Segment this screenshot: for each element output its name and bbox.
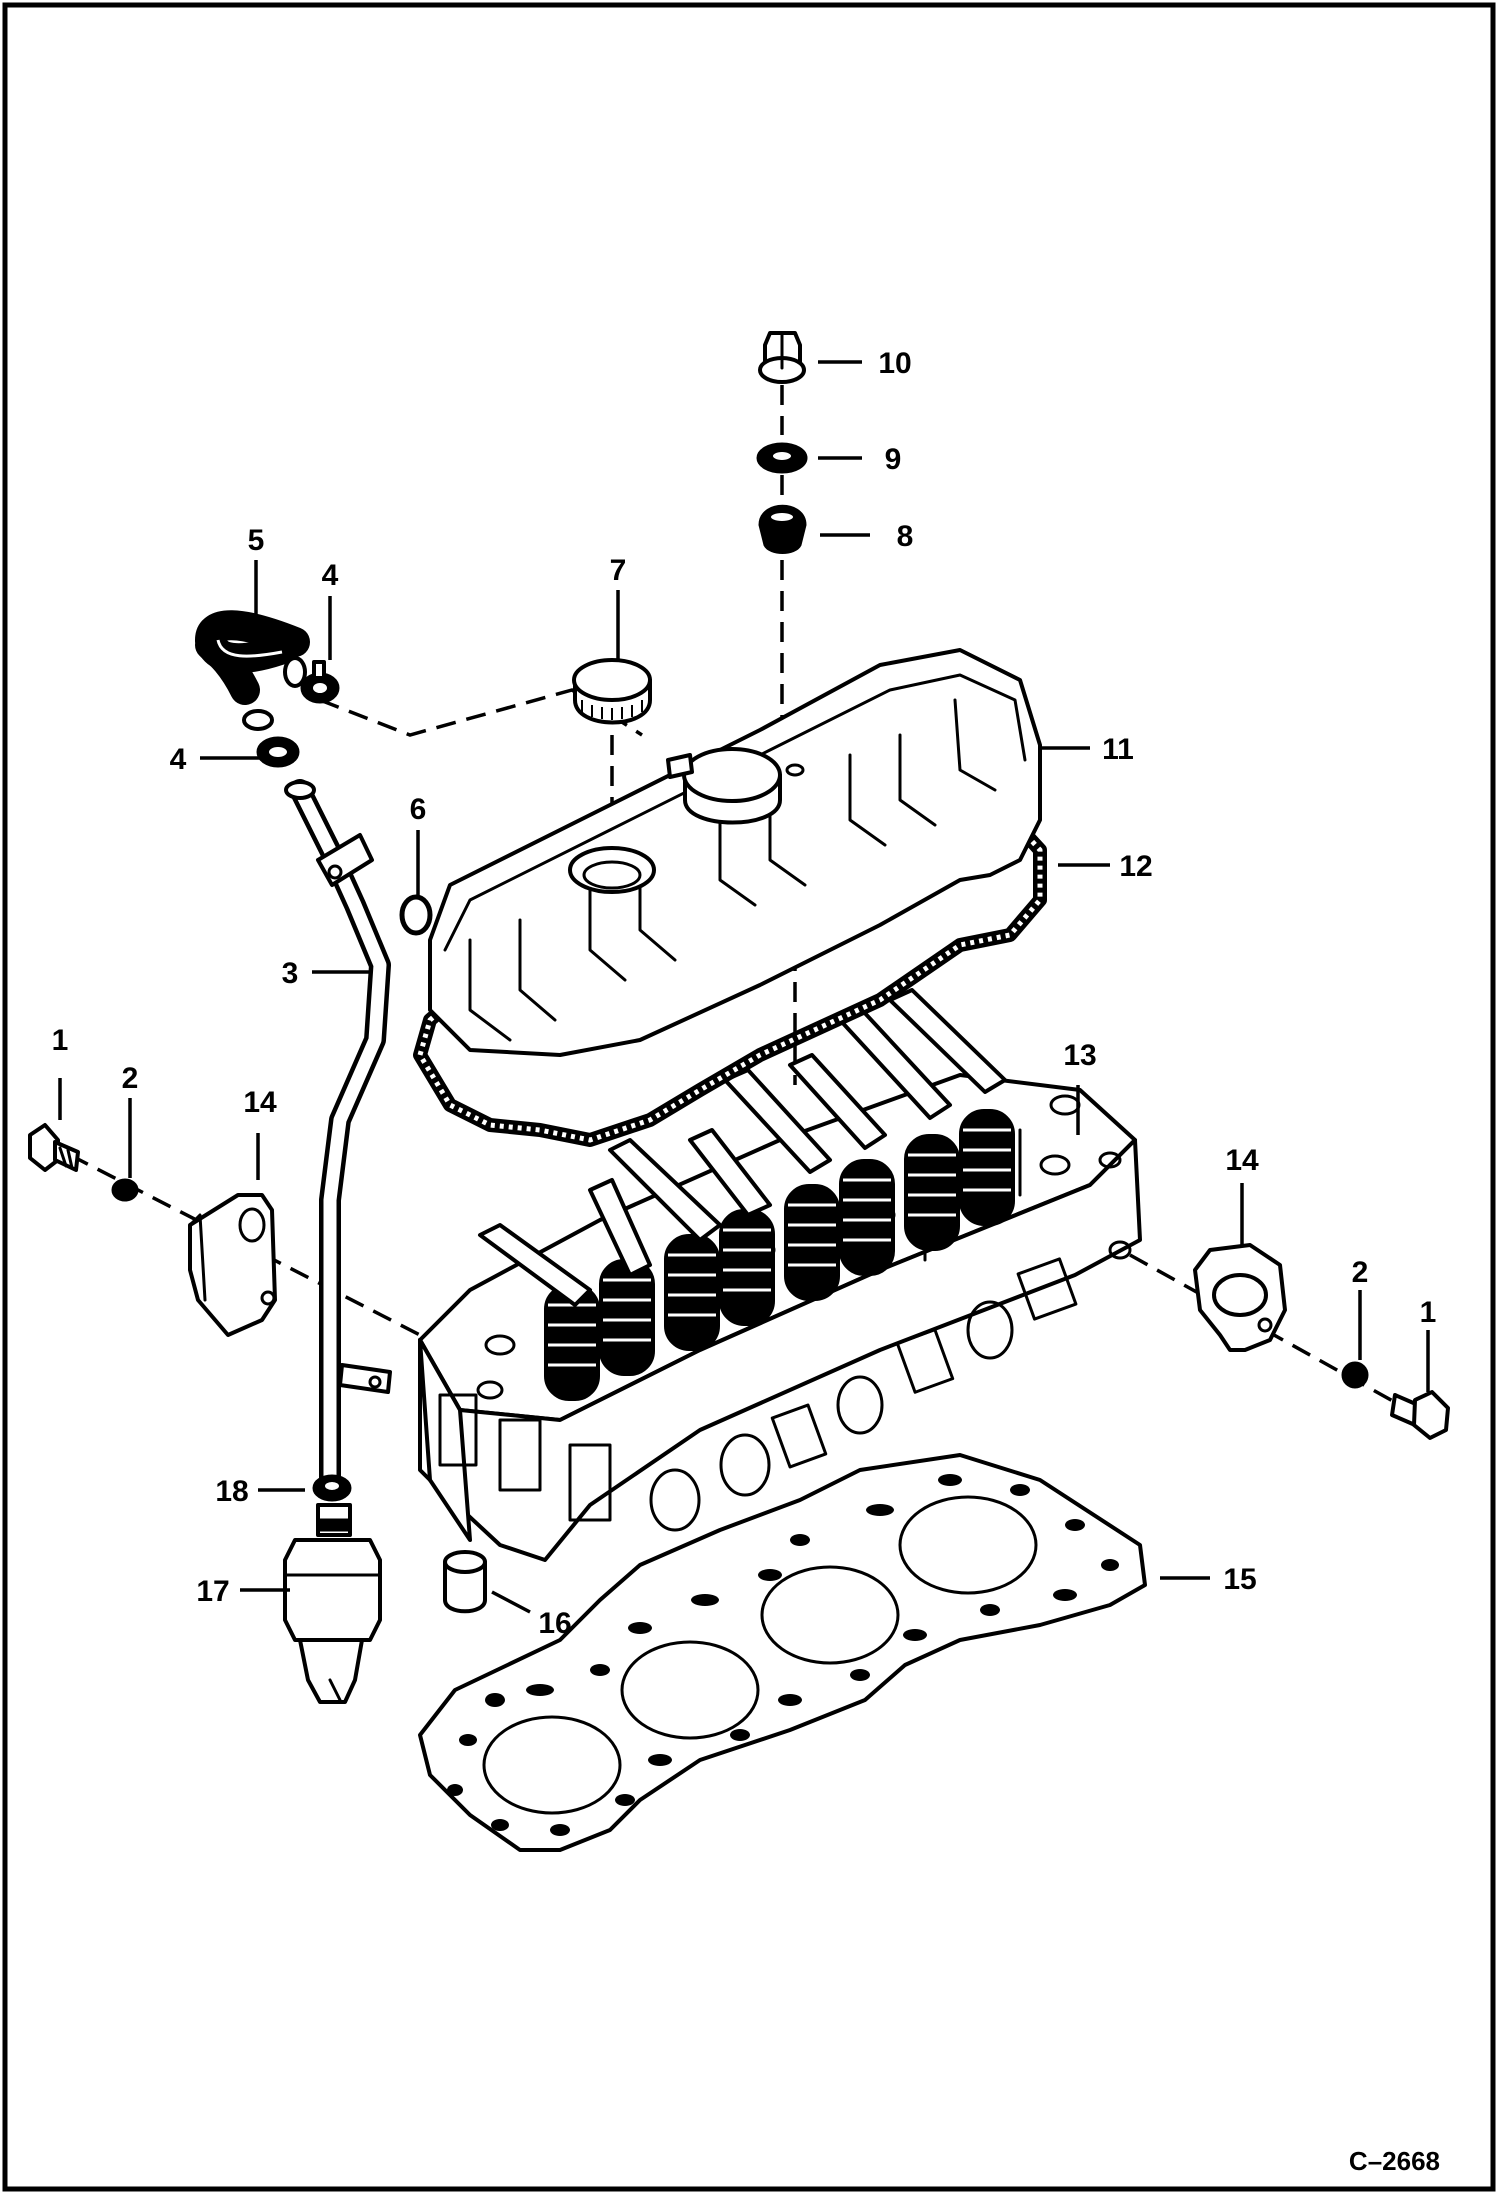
head-gasket bbox=[418, 1453, 1147, 1852]
callout-4-left: 4 bbox=[170, 743, 187, 776]
callout-6: 6 bbox=[410, 793, 427, 826]
lifting-bracket-left bbox=[188, 1193, 277, 1337]
cap-nut bbox=[758, 331, 806, 384]
hose-clamp-top bbox=[300, 660, 340, 704]
sensor-clamp bbox=[312, 1474, 352, 1502]
bolt-left bbox=[28, 1123, 80, 1172]
callout-9: 9 bbox=[885, 443, 902, 476]
callout-12: 12 bbox=[1119, 850, 1152, 883]
callout-7: 7 bbox=[610, 554, 627, 587]
callout-8: 8 bbox=[897, 520, 914, 553]
lifting-bracket-right bbox=[1193, 1243, 1287, 1352]
callout-15: 15 bbox=[1223, 1563, 1256, 1596]
callout-14-right: 14 bbox=[1225, 1144, 1259, 1177]
callout-13: 13 bbox=[1063, 1039, 1096, 1072]
cylinder-head bbox=[418, 988, 1142, 1562]
callout-11: 11 bbox=[1102, 733, 1134, 766]
callout-14-left: 14 bbox=[243, 1086, 277, 1119]
oil-filler-cap bbox=[572, 658, 652, 725]
level-sensor bbox=[283, 1503, 382, 1704]
dowel-sleeve bbox=[443, 1550, 487, 1614]
figure-id: C–2668 bbox=[1349, 2146, 1440, 2176]
valve-springs bbox=[544, 1109, 1015, 1401]
o-ring bbox=[399, 894, 433, 936]
callout-18: 18 bbox=[215, 1475, 248, 1508]
grommet bbox=[758, 504, 807, 554]
callout-2-right: 2 bbox=[1352, 1256, 1369, 1289]
callout-5: 5 bbox=[248, 524, 265, 557]
callout-4-top: 4 bbox=[322, 559, 339, 592]
callout-16: 16 bbox=[538, 1607, 571, 1640]
callout-3: 3 bbox=[282, 957, 299, 990]
rocker-arms bbox=[478, 988, 1007, 1307]
callout-1-left: 1 bbox=[52, 1024, 69, 1057]
washer-right bbox=[1341, 1361, 1369, 1389]
callout-10: 10 bbox=[878, 347, 911, 380]
washer bbox=[756, 442, 808, 474]
bolt-right bbox=[1390, 1390, 1450, 1440]
callouts: 1 2 3 4 4 5 6 7 8 9 10 11 12 13 14 14 15… bbox=[52, 347, 1437, 1640]
valve-cover bbox=[428, 648, 1042, 1057]
hose-clamp-left bbox=[256, 736, 300, 768]
callout-1-right: 1 bbox=[1420, 1296, 1437, 1329]
washer-left bbox=[111, 1178, 139, 1202]
callout-2-left: 2 bbox=[122, 1062, 139, 1095]
dipstick-tube bbox=[284, 779, 392, 1491]
callout-17: 17 bbox=[196, 1575, 229, 1608]
breather-hose bbox=[194, 610, 310, 731]
leader-lines bbox=[58, 360, 1430, 1614]
